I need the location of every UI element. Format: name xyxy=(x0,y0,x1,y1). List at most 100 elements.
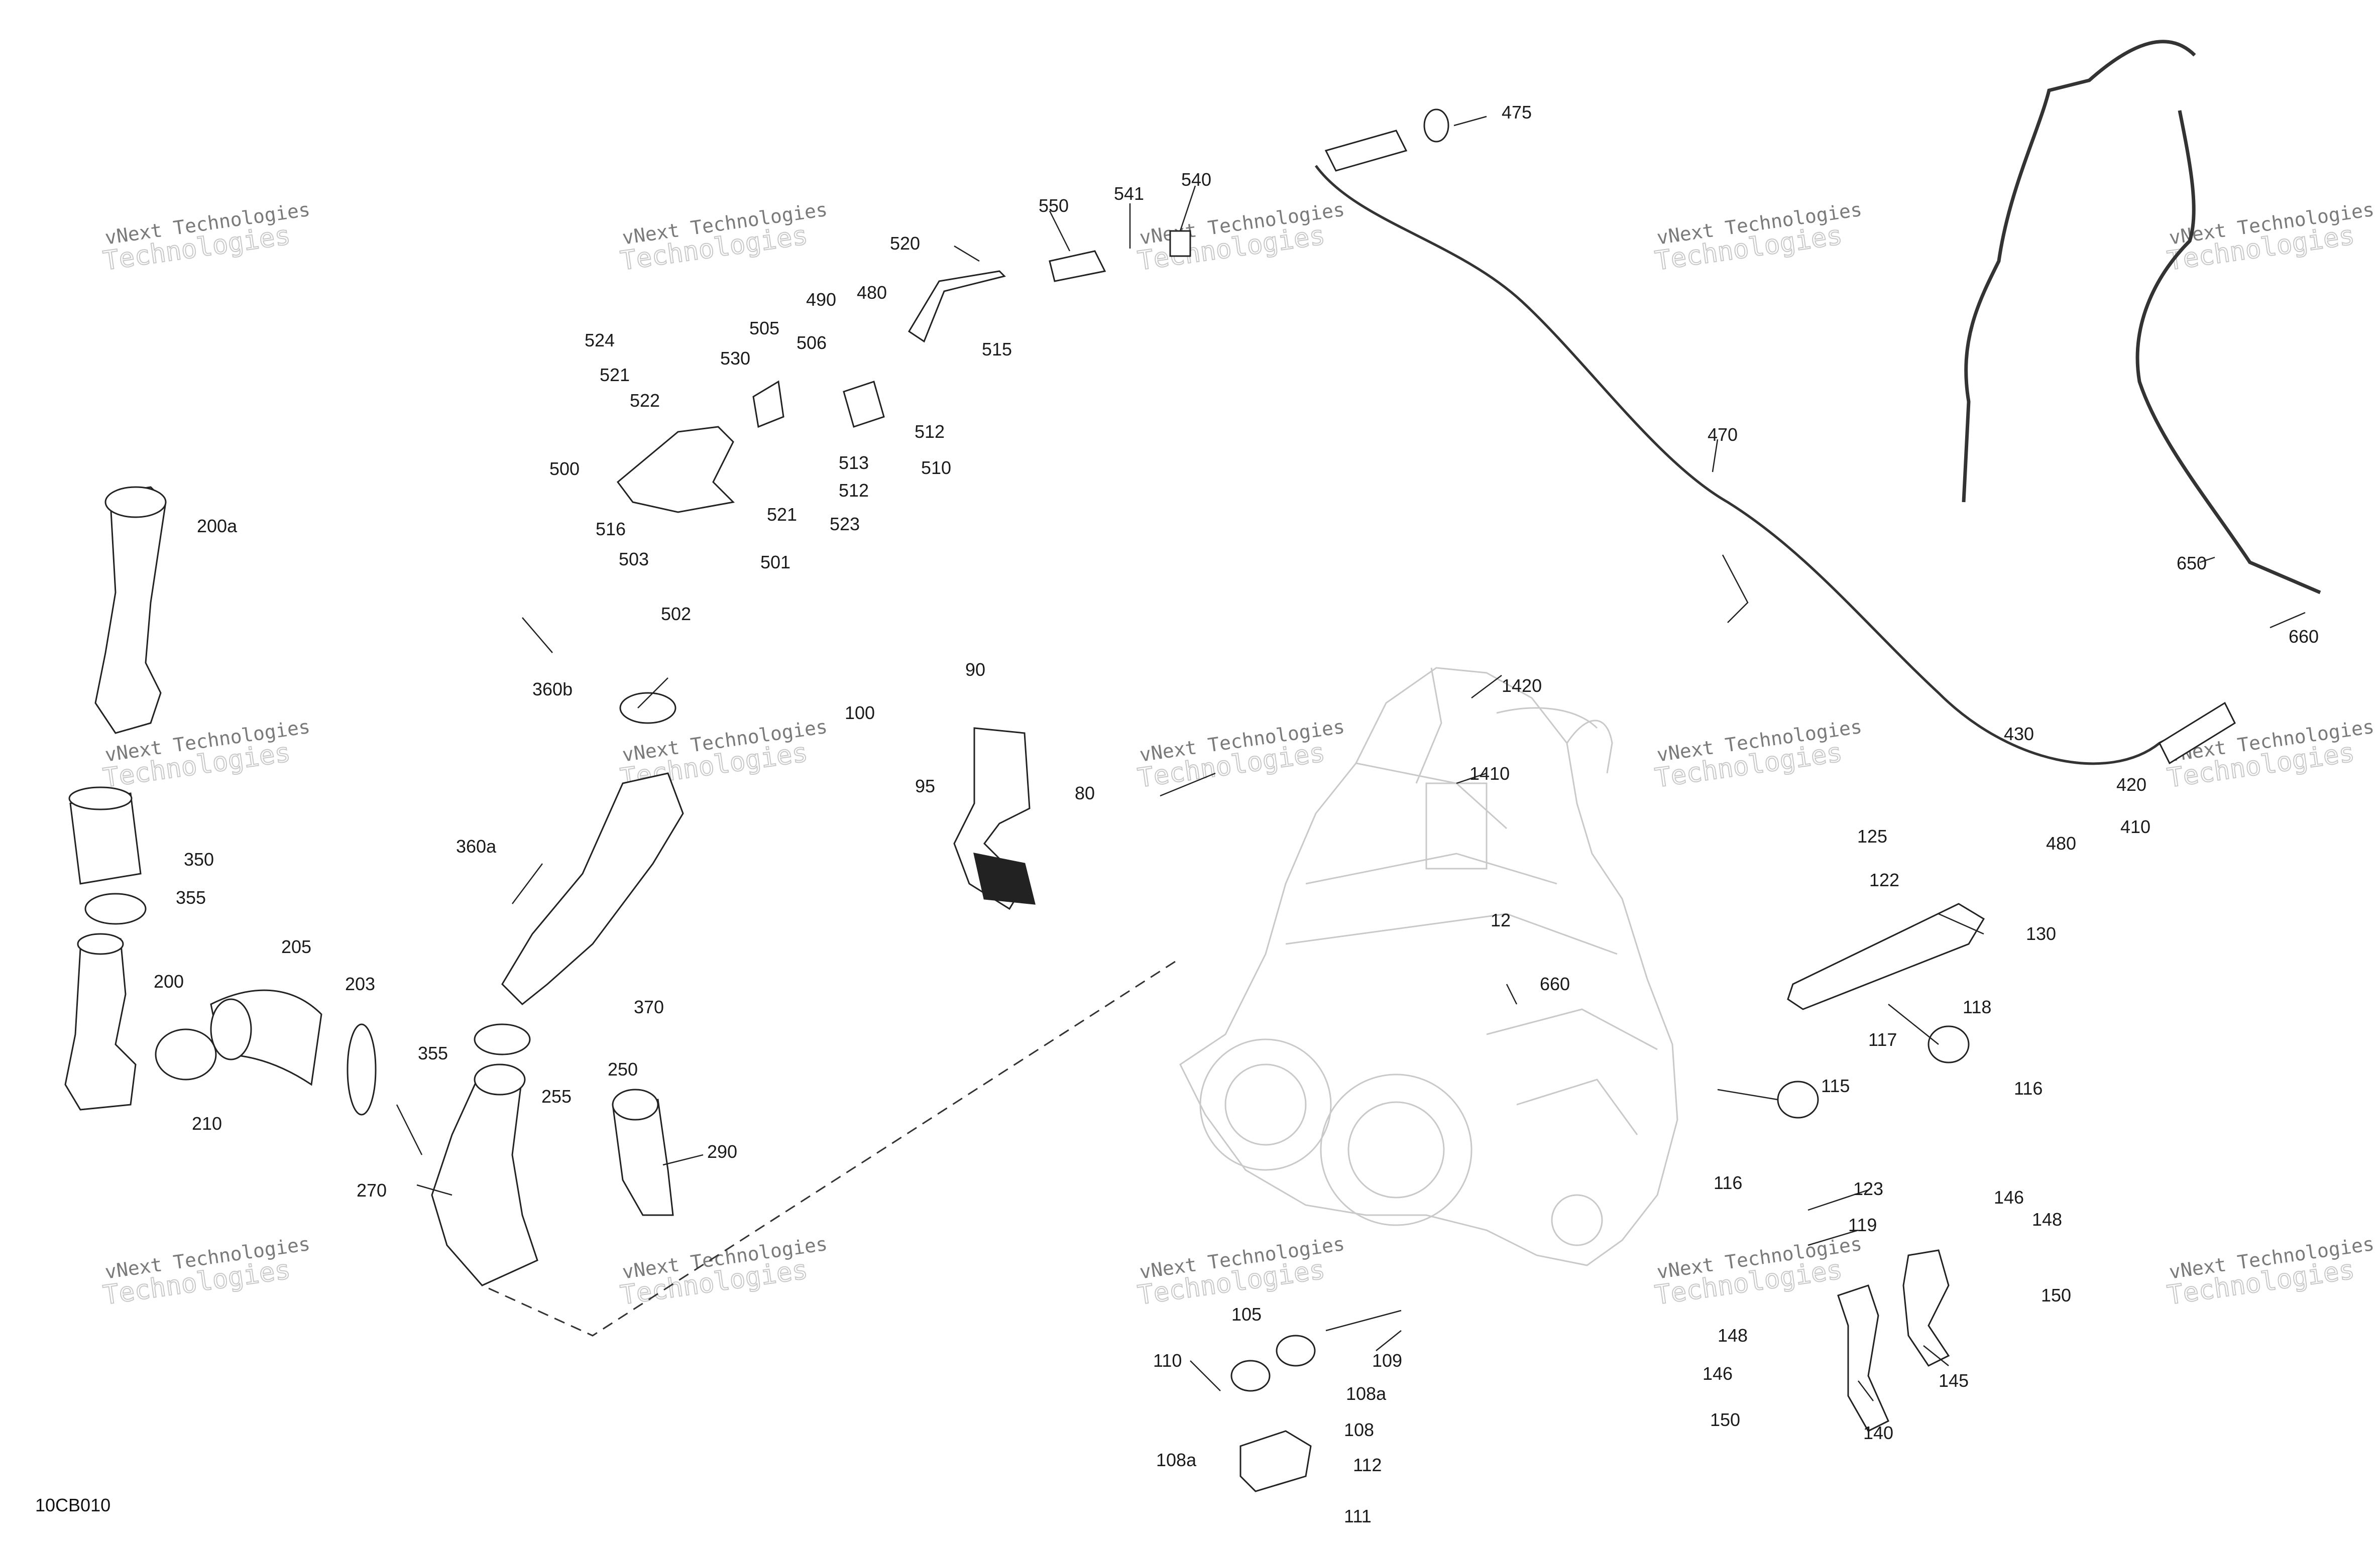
bushing-115 xyxy=(1777,1081,1819,1119)
elbow-205-end xyxy=(210,998,252,1060)
callout: 500 xyxy=(549,458,580,479)
callout: 650 xyxy=(2177,553,2207,573)
duct-200a xyxy=(94,486,167,734)
callout: 148 xyxy=(2032,1209,2062,1230)
callout: 200 xyxy=(154,971,184,992)
pedal-80-pad xyxy=(973,853,1036,905)
callout: 541 xyxy=(1114,183,1144,204)
callout: 502 xyxy=(661,604,691,624)
callout: 80 xyxy=(1075,783,1095,803)
callout: 109 xyxy=(1372,1350,1402,1371)
bushing-105 xyxy=(1276,1335,1316,1367)
callout: 12 xyxy=(1491,910,1511,930)
cable-end-fitting xyxy=(1324,130,1408,172)
callout: 506 xyxy=(797,332,827,353)
bracket-505 xyxy=(752,380,784,428)
callout: 270 xyxy=(357,1180,387,1201)
callout: 550 xyxy=(1039,195,1069,216)
duct-290 xyxy=(612,1099,674,1216)
callout: 146 xyxy=(1703,1363,1733,1384)
callout: 145 xyxy=(1939,1370,1969,1391)
callout: 410 xyxy=(2120,816,2150,837)
callout: 530 xyxy=(720,348,750,369)
callout: 119 xyxy=(1848,1215,1877,1235)
cap-360b xyxy=(619,692,676,724)
bracket-145 xyxy=(1902,1249,1950,1367)
bracket-140 xyxy=(1837,1284,1889,1432)
leader-lines xyxy=(396,115,2306,1401)
callout: 255 xyxy=(541,1086,572,1107)
clamp-355-lower xyxy=(474,1023,531,1055)
vent-line-650-b xyxy=(2135,110,2321,595)
duct-200a-top xyxy=(104,486,167,518)
callout: 115 xyxy=(1821,1076,1850,1096)
callout: 100 xyxy=(845,702,875,723)
callout: 140 xyxy=(1863,1422,1893,1443)
callout: 360a xyxy=(456,836,497,857)
duct-200-top xyxy=(77,933,124,955)
callout: 95 xyxy=(915,776,935,796)
callout: 355 xyxy=(418,1043,448,1063)
callout: 116 xyxy=(1714,1172,1742,1193)
callout: 125 xyxy=(1857,826,1887,847)
callout: 420 xyxy=(2116,774,2146,795)
callout: 1410 xyxy=(1469,763,1510,784)
callout: 512 xyxy=(915,421,945,442)
callout: 203 xyxy=(345,974,375,994)
callout: 512 xyxy=(839,480,869,501)
cable-end-fitting-lower xyxy=(2159,701,2236,765)
callout: 480 xyxy=(2046,833,2076,854)
callout: 146 xyxy=(1994,1187,2024,1208)
callout: 210 xyxy=(192,1113,222,1134)
bushing-118 xyxy=(1928,1025,1970,1063)
throttle-cable-470 xyxy=(1314,165,2221,765)
callout: 116 xyxy=(2014,1078,2043,1099)
callout: 105 xyxy=(1231,1304,1262,1325)
duct-360a xyxy=(501,772,684,1006)
bushing-105b xyxy=(1230,1360,1271,1392)
callout: 112 xyxy=(1353,1455,1382,1475)
callout: 110 xyxy=(1153,1350,1182,1371)
grommet-475 xyxy=(1423,108,1449,143)
callout: 148 xyxy=(1718,1325,1748,1346)
callout: 522 xyxy=(630,390,660,411)
callout: 90 xyxy=(965,659,985,680)
bracket-500 xyxy=(616,426,735,513)
bracket-510 xyxy=(843,381,885,428)
engine-assembly xyxy=(1179,667,1678,1266)
callout: 515 xyxy=(982,339,1012,360)
callout: 430 xyxy=(2004,724,2034,744)
callout: 205 xyxy=(281,936,311,957)
callout: 360b xyxy=(532,679,573,699)
cap-540 xyxy=(1169,230,1191,257)
callout: 250 xyxy=(608,1059,638,1080)
callout: 355 xyxy=(176,887,206,908)
hose-270-top xyxy=(474,1063,526,1096)
callout: 524 xyxy=(585,330,615,350)
callout: 290 xyxy=(707,1141,737,1162)
callout: 503 xyxy=(619,549,649,569)
callout: 108a xyxy=(1156,1450,1197,1470)
clamp-210 xyxy=(155,1028,217,1081)
callout: 490 xyxy=(806,289,836,310)
diagram-code: 10CB010 xyxy=(35,1495,110,1515)
dashed-boundary xyxy=(482,961,1176,1337)
callout: 510 xyxy=(921,457,951,478)
callout: 118 xyxy=(1963,997,1991,1017)
callout: 200a xyxy=(197,516,238,536)
callout: 660 xyxy=(1540,974,1570,994)
callout: 520 xyxy=(890,233,920,254)
callout: 117 xyxy=(1868,1029,1897,1050)
callout: 501 xyxy=(760,552,790,572)
callout: 516 xyxy=(596,519,626,539)
callout: 521 xyxy=(600,365,630,385)
coupler-350-top xyxy=(68,786,133,810)
callout: 111 xyxy=(1344,1506,1372,1526)
callout: 123 xyxy=(1853,1178,1883,1199)
mount-130 xyxy=(1787,903,1985,1010)
